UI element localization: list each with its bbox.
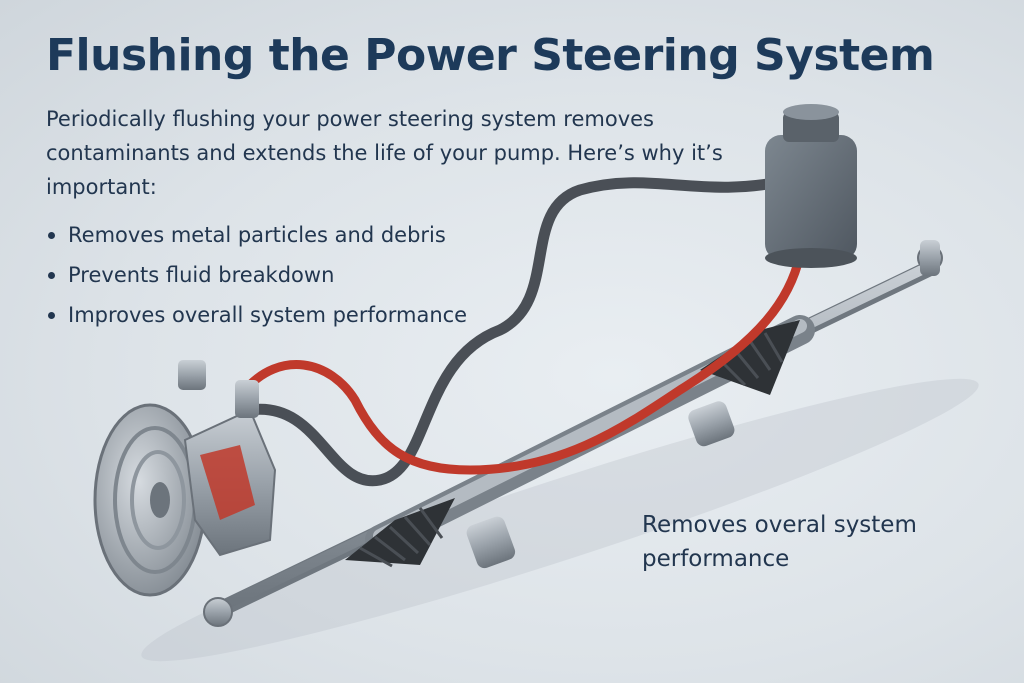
list-item: Removes metal particles and debris [46,215,467,255]
list-item: Improves overall system performance [46,295,467,335]
benefit-list: Removes metal particles and debris Preve… [46,215,467,335]
reservoir-icon [765,104,857,268]
page-title: Flushing the Power Steering System [46,30,935,81]
list-item: Prevents fluid breakdown [46,255,467,295]
steering-rack-icon [203,240,943,627]
power-steering-pump-icon [93,360,277,597]
return-hose [244,174,796,487]
pressure-hose [240,250,805,475]
caption-text: Removes overal system performance [642,512,917,572]
intro-text: Periodically flushing your power steerin… [46,107,723,199]
